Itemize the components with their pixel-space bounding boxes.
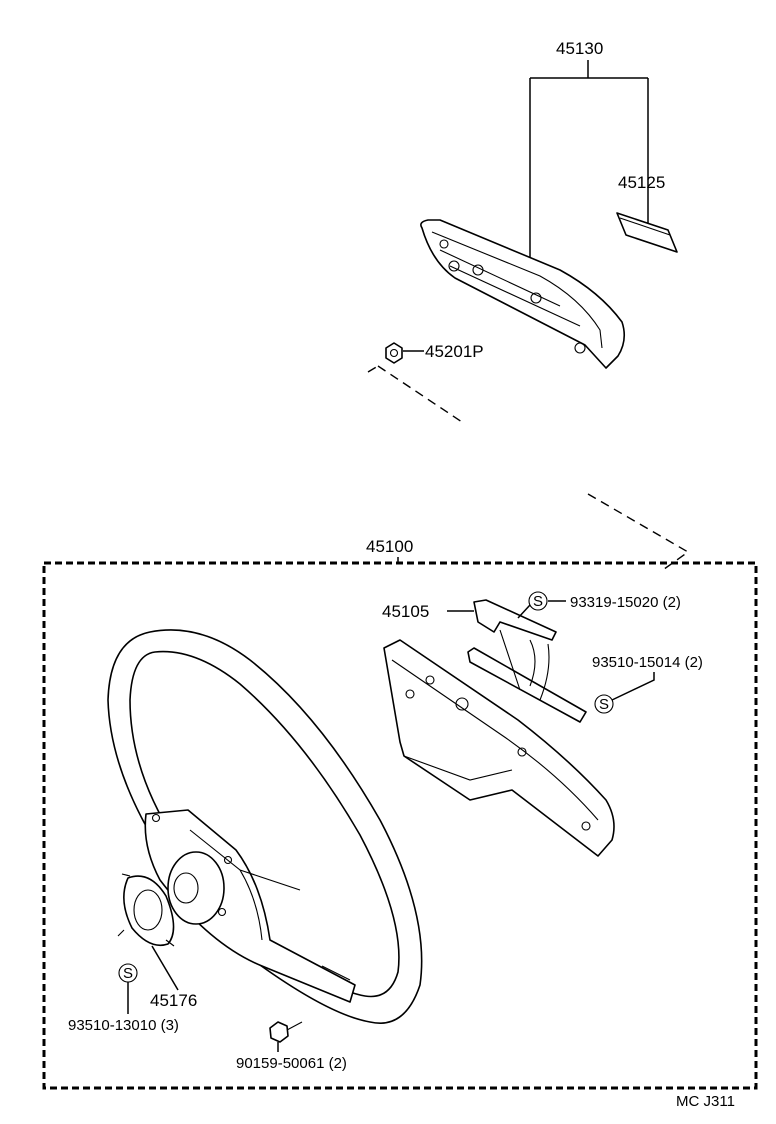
cancel-cam-tabs: [117, 873, 175, 947]
bolt-part: [269, 1021, 289, 1043]
label-93510-15014: 93510-15014 (2): [592, 654, 703, 671]
label-45201p: 45201P: [425, 342, 484, 361]
s-symbol-a: [528, 591, 548, 611]
label-93319: 93319-15020 (2): [570, 594, 681, 611]
sheet-code: MC J311: [676, 1093, 735, 1110]
cover-hole-4: [517, 747, 527, 757]
s-symbol-a-text: S: [533, 593, 543, 610]
emblem-edge: [619, 217, 671, 236]
hub-hole-1: [223, 855, 233, 865]
spoke-hole: [151, 813, 161, 823]
contact-wires: [499, 629, 550, 701]
pad-inner-lines: [431, 231, 603, 349]
pad-install-line-upper: [367, 365, 463, 423]
label-45100: 45100: [366, 537, 413, 556]
pad-stud-4: [574, 342, 586, 354]
spoke-detail: [189, 829, 351, 981]
pad-stud-3: [530, 292, 542, 304]
hub-center: [173, 872, 199, 904]
cover-hole-1: [405, 689, 415, 699]
hub-hole-2: [217, 907, 227, 917]
label-45125: 45125: [618, 173, 665, 192]
wheel-assembly-group: 45100 45176 S 93510-13010 (3) 90159-5006…: [42, 537, 758, 1090]
label-45176: 45176: [150, 991, 197, 1010]
emblem-part: [616, 212, 678, 253]
leader-45176: [151, 945, 179, 991]
nut-part: [385, 342, 403, 364]
label-93510-13010: 93510-13010 (3): [68, 1017, 179, 1034]
leader-s-a: [517, 604, 531, 619]
pad-stud-1: [448, 260, 460, 272]
s-symbol-c-text: S: [123, 965, 133, 982]
s-symbol-b: [594, 694, 614, 714]
pad-stud-2: [472, 264, 484, 276]
cancel-cam-hole: [133, 889, 163, 931]
label-45130: 45130: [556, 39, 603, 58]
hub: [167, 851, 225, 925]
cover-hole-2: [425, 675, 435, 685]
pad-install-line-lower: [587, 493, 690, 573]
bolt-shank: [286, 1021, 303, 1031]
nut-hole: [389, 348, 399, 358]
pad-assembly-group: 45130 45125 45201P: [367, 39, 690, 573]
label-90159: 90159-50061 (2): [236, 1055, 347, 1072]
assembly-boundary: [42, 561, 758, 1090]
pad-hole-1: [439, 239, 449, 249]
contact-strip-part: [467, 647, 587, 723]
cover-hole-5: [581, 821, 591, 831]
leader-93510-15014: [611, 672, 655, 701]
s-symbol-b-text: S: [599, 696, 609, 713]
contact-plate-part: [473, 599, 557, 641]
back-cover-detail: [391, 659, 599, 821]
cancel-cam-part: [123, 875, 175, 947]
cover-hole-3: [455, 697, 469, 711]
pad-part: [420, 219, 626, 369]
label-45105: 45105: [382, 602, 429, 621]
leader-45130: [529, 60, 649, 270]
